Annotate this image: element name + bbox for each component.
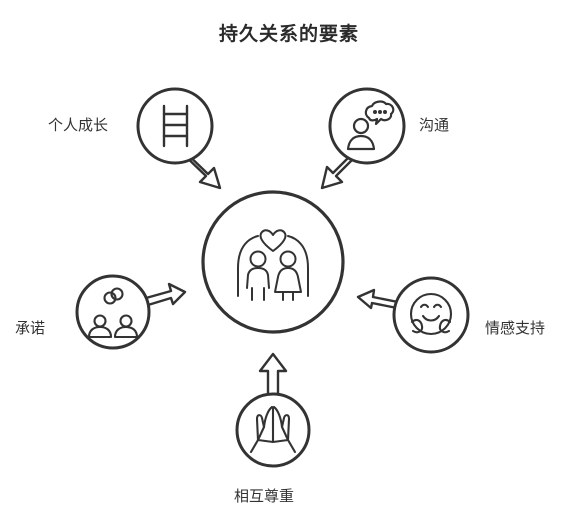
node-commitment	[75, 274, 187, 350]
label-personal-growth: 个人成长	[48, 116, 109, 134]
label-emotional-support: 情感支持	[485, 319, 546, 337]
node-emotional-support	[356, 276, 470, 354]
arrow-commitment	[144, 282, 187, 307]
diagram-title: 持久关系的要素	[218, 23, 359, 45]
ladder-icon	[162, 104, 189, 148]
arrow-emotional-support	[356, 288, 400, 310]
couple-heart-icon	[237, 229, 309, 301]
label-mutual-respect: 相互尊重	[234, 487, 295, 505]
node-mutual-respect	[235, 352, 311, 468]
label-commitment: 承诺	[15, 319, 46, 337]
person-speech-bubble-icon	[346, 100, 395, 151]
couple-rings-icon	[87, 287, 139, 339]
label-communication: 沟通	[419, 116, 450, 134]
hugging-face-icon	[409, 292, 453, 336]
node-communication	[320, 87, 406, 190]
node-personal-growth	[136, 87, 222, 190]
praying-hands-icon	[249, 405, 297, 454]
center-node	[201, 190, 345, 334]
arrow-mutual-respect	[258, 352, 288, 400]
